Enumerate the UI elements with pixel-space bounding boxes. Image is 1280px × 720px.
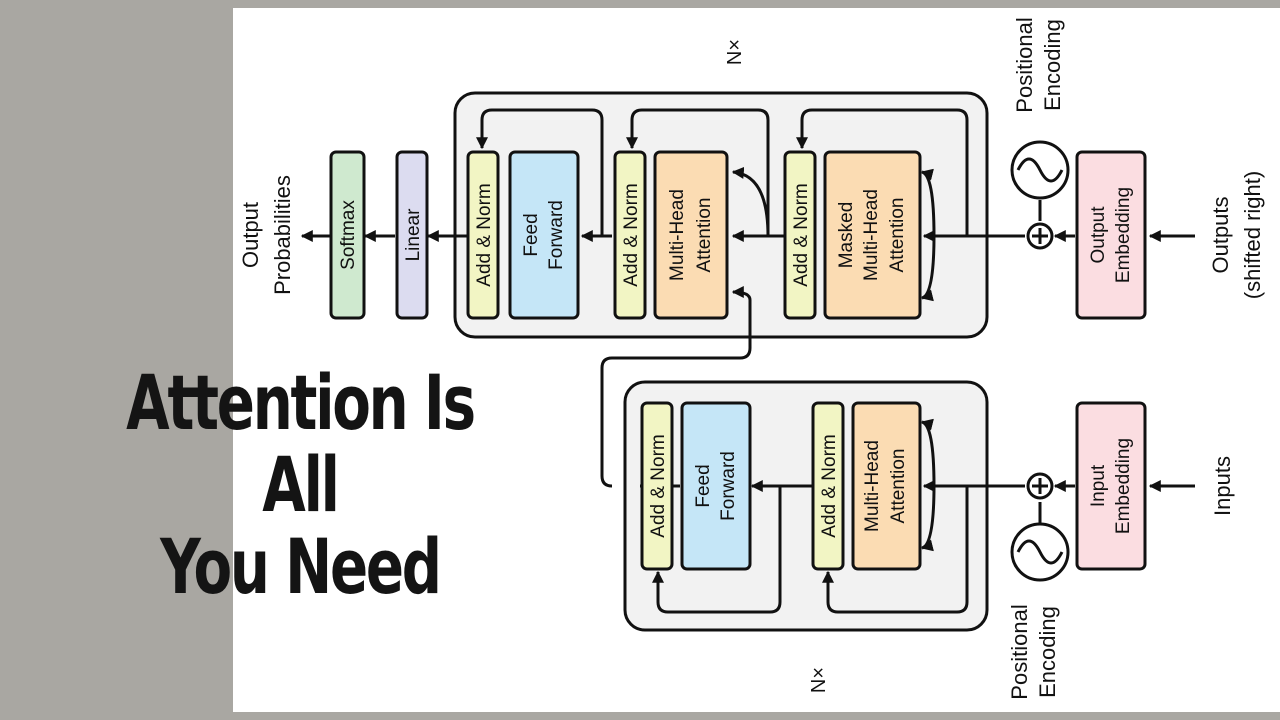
adder-top-icon bbox=[1026, 222, 1054, 250]
decoder-add-norm-3-label: Add & Norm bbox=[791, 183, 812, 286]
decoder-multi-head-attention: Multi-Head Attention bbox=[653, 150, 729, 320]
encoder-feed-forward-line1: Feed bbox=[693, 464, 714, 507]
encoder-add-norm-1-label: Add & Norm bbox=[648, 434, 669, 537]
output-embedding: Output Embedding bbox=[1075, 150, 1147, 320]
decoder-feed-forward-line2: Forward bbox=[546, 200, 567, 270]
decoder-add-norm-2-label: Add & Norm bbox=[621, 183, 642, 286]
decoder-attention-line2: Attention bbox=[694, 198, 715, 273]
softmax-block: Softmax bbox=[329, 150, 366, 320]
positional-encoding-top-line1: Positional bbox=[1012, 17, 1037, 112]
decoder-add-norm-1-label: Add & Norm bbox=[474, 183, 495, 286]
encoder-add-norm-1: Add & Norm bbox=[640, 401, 674, 571]
encoder-add-norm-2: Add & Norm bbox=[811, 401, 845, 571]
decoder-masked-attention: Masked Multi-Head Attention bbox=[823, 150, 922, 320]
headline: Attention Is All You Need bbox=[108, 362, 493, 608]
output-probabilities-line1: Output bbox=[238, 202, 263, 268]
input-embedding-line1: Input bbox=[1088, 464, 1109, 507]
decoder-feed-forward-line1: Feed bbox=[521, 213, 542, 256]
encoder-add-norm-2-label: Add & Norm bbox=[819, 434, 840, 537]
decoder-attention-line1: Multi-Head bbox=[667, 189, 688, 281]
decoder-repeat-label: N× bbox=[724, 39, 746, 65]
positional-encoding-top-icon bbox=[1010, 140, 1070, 200]
inputs-label: Inputs bbox=[1210, 456, 1235, 516]
outputs-label-line2: (shifted right) bbox=[1240, 171, 1265, 299]
encoder-feed-forward: Feed Forward bbox=[680, 401, 752, 571]
encoder-feed-forward-line2: Forward bbox=[718, 451, 739, 521]
masked-attention-line3: Attention bbox=[887, 198, 908, 273]
softmax-label: Softmax bbox=[338, 200, 359, 270]
output-embedding-line2: Embedding bbox=[1113, 187, 1134, 283]
positional-encoding-bottom-icon bbox=[1010, 522, 1070, 582]
masked-attention-line1: Masked bbox=[836, 202, 857, 269]
decoder-add-norm-3: Add & Norm bbox=[783, 150, 817, 320]
input-embedding-line2: Embedding bbox=[1113, 438, 1134, 534]
connections bbox=[300, 108, 1195, 614]
linear-label: Linear bbox=[403, 208, 424, 261]
positional-encoding-top-line2: Encoding bbox=[1040, 19, 1065, 111]
adder-bottom-icon bbox=[1026, 472, 1054, 500]
encoder-attention-line1: Multi-Head bbox=[862, 440, 883, 532]
output-embedding-line1: Output bbox=[1088, 206, 1109, 264]
encoder-repeat-label: N× bbox=[808, 667, 830, 693]
input-embedding: Input Embedding bbox=[1075, 401, 1147, 571]
positional-encoding-bottom-line2: Encoding bbox=[1035, 606, 1060, 698]
decoder-feed-forward: Feed Forward bbox=[508, 150, 580, 320]
decoder-add-norm-1: Add & Norm bbox=[466, 150, 500, 320]
headline-line1: Attention Is All bbox=[126, 358, 476, 529]
outputs-label-line1: Outputs bbox=[1208, 196, 1233, 273]
output-probabilities-line2: Probabilities bbox=[270, 175, 295, 295]
headline-line2: You Need bbox=[160, 522, 442, 611]
masked-attention-line2: Multi-Head bbox=[861, 189, 882, 281]
positional-encoding-bottom-line1: Positional bbox=[1007, 604, 1032, 699]
encoder-multi-head-attention: Multi-Head Attention bbox=[851, 401, 922, 571]
encoder-attention-line2: Attention bbox=[888, 449, 909, 524]
linear-block: Linear bbox=[395, 150, 429, 320]
decoder-add-norm-2: Add & Norm bbox=[613, 150, 647, 320]
